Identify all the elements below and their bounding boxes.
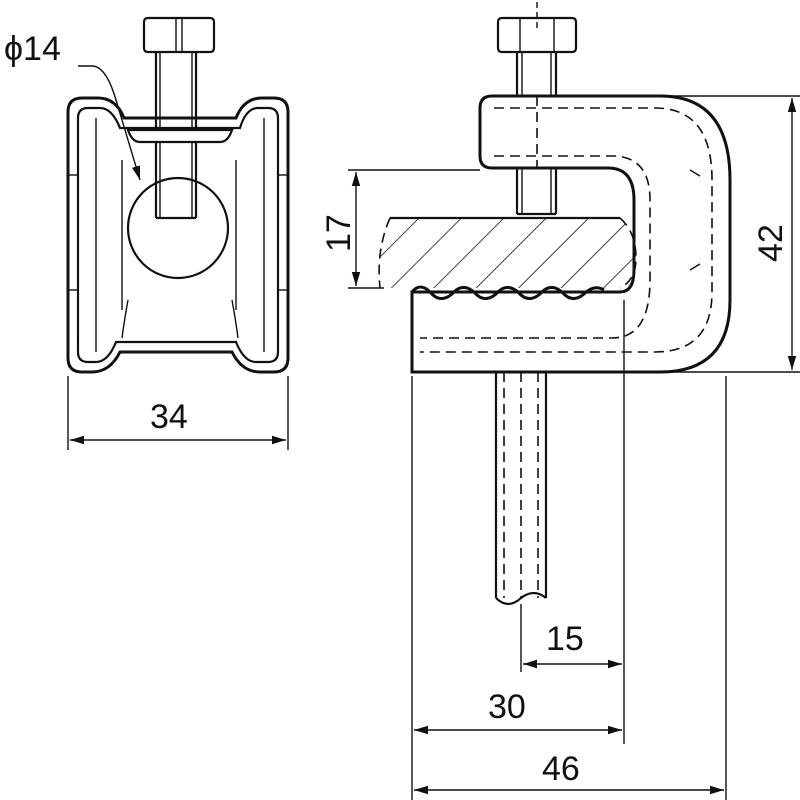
side-threaded-rod: [494, 372, 548, 606]
side-clamp-body: [410, 94, 732, 374]
side-flange-section: [378, 216, 637, 300]
dim-jaw-depth: 30: [488, 688, 526, 726]
dim-bolt-diameter: ϕ14: [4, 30, 61, 68]
dim-overall-width: 46: [542, 750, 580, 788]
dim-overall-height: 42: [752, 224, 790, 262]
front-bolt-shank: [154, 52, 198, 220]
front-body: [66, 96, 290, 374]
front-view: ϕ14: [4, 16, 290, 374]
front-bolt-head: [142, 16, 216, 54]
diameter-leader: [78, 65, 141, 181]
dim-overall-height-group: 42: [660, 95, 800, 373]
side-bolt-head: [496, 2, 578, 54]
front-rod-section: [126, 176, 230, 280]
dim-horizontal-group: 15 30 46: [411, 300, 727, 800]
dim-rod-offset: 15: [546, 620, 584, 658]
dim-flange-thickness: 17: [320, 214, 358, 252]
dim-front-width-group: 34: [67, 376, 289, 450]
dim-flange-thickness-group: 17: [320, 169, 480, 289]
side-bolt-shank: [515, 52, 558, 216]
side-view: [378, 2, 732, 606]
dim-front-width: 34: [150, 398, 188, 436]
